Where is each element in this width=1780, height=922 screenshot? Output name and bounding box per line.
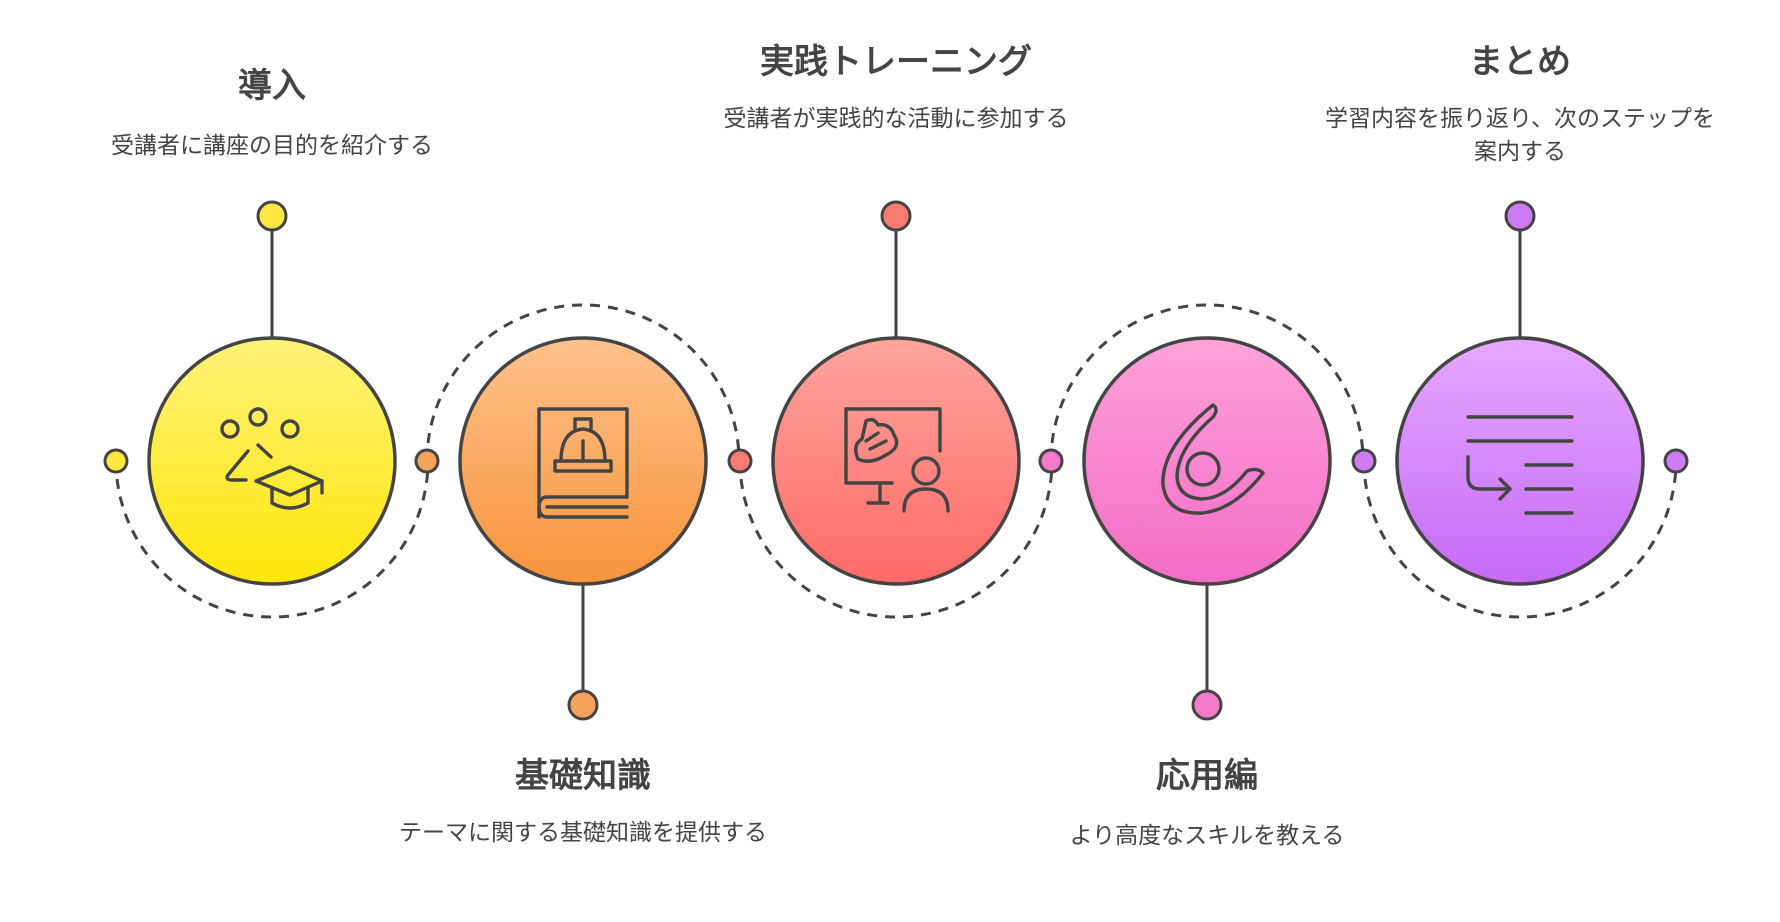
step-description: 学習内容を振り返り、次のステップを案内する: [1324, 106, 1716, 165]
stem-dot: [256, 200, 288, 232]
step-title: 応用編: [1156, 756, 1258, 796]
stem-dot: [567, 689, 599, 721]
dashed-connector-arc: [114, 460, 430, 619]
step-circle: [1082, 336, 1332, 586]
connector-dot: [727, 448, 753, 474]
presentation-icon: [844, 407, 950, 513]
connector-dot: [103, 448, 129, 474]
stem-dot: [880, 200, 912, 232]
step-description: より高度なスキルを教える: [1069, 823, 1345, 849]
step-description: 受講者が実践的な活動に参加する: [723, 106, 1069, 132]
acrobat-icon: [1161, 403, 1265, 515]
connector-dot: [1351, 448, 1377, 474]
step-description: テーマに関する基礎知識を提供する: [399, 820, 767, 846]
graduation-cap-icon: [220, 407, 324, 510]
book-helmet-icon: [537, 407, 629, 519]
step-title: 導入: [238, 66, 306, 106]
dashed-connector-arc: [425, 303, 741, 462]
step-title: 実践トレーニング: [760, 42, 1032, 82]
step-circle: [771, 336, 1021, 586]
step-circle: [147, 336, 397, 586]
connector-dot: [414, 448, 440, 474]
step-description: 受講者に講座の目的を紹介する: [111, 133, 433, 159]
connector-dot: [1663, 448, 1689, 474]
stem-dot: [1504, 200, 1536, 232]
step-title: 基礎知識: [515, 756, 651, 796]
step-circle: [1395, 336, 1645, 586]
dashed-connector-arc: [738, 460, 1054, 619]
dashed-connector-arc: [1049, 303, 1365, 462]
dashed-connector-arc: [1362, 460, 1678, 619]
stem-dot: [1191, 689, 1223, 721]
step-title: まとめ: [1469, 42, 1571, 82]
connector-dot: [1038, 448, 1064, 474]
list-return-icon: [1466, 415, 1574, 515]
